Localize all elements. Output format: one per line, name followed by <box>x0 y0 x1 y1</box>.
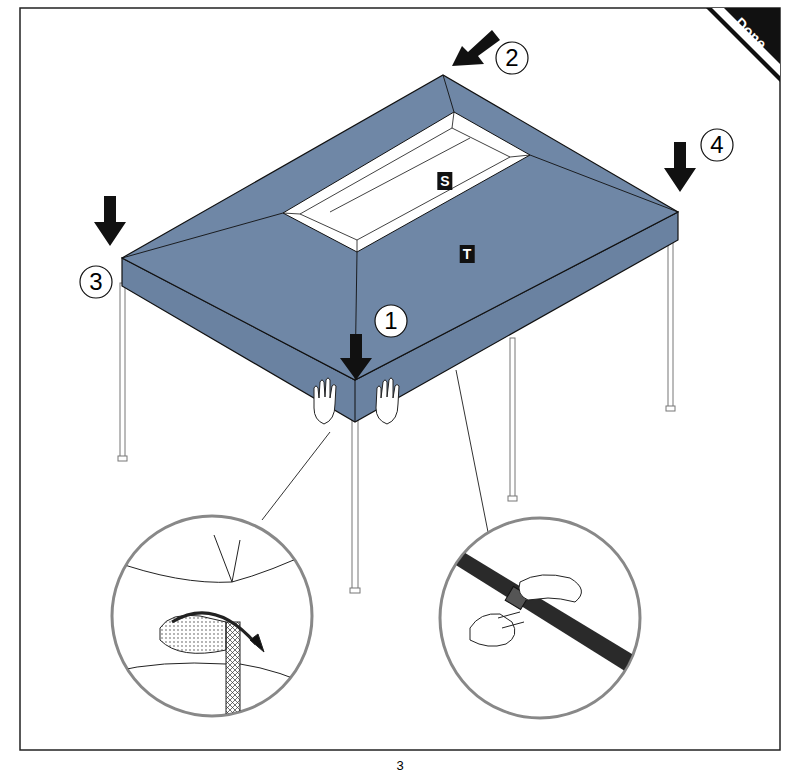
push-arrows <box>94 30 696 380</box>
vent-opening <box>283 112 530 252</box>
canopy-top <box>122 75 678 380</box>
done-stripe <box>712 8 780 76</box>
done-corner <box>706 8 780 82</box>
leader-line <box>456 370 488 532</box>
strap-inset <box>440 518 650 718</box>
velcro-inset <box>110 516 320 722</box>
part-label: T <box>460 245 475 263</box>
part-label: S <box>437 172 452 190</box>
page-frame <box>20 8 780 750</box>
callout-circles <box>80 42 733 337</box>
roof-seams <box>122 75 678 380</box>
page-number: 3 <box>396 759 403 772</box>
done-tag: Done <box>732 14 769 51</box>
callout-number: 3 <box>89 270 102 294</box>
callout-number: 1 <box>384 309 397 333</box>
leader-line <box>262 432 330 520</box>
hands <box>314 378 399 424</box>
callout-number: 2 <box>505 46 518 70</box>
callout-number: 4 <box>710 133 723 157</box>
